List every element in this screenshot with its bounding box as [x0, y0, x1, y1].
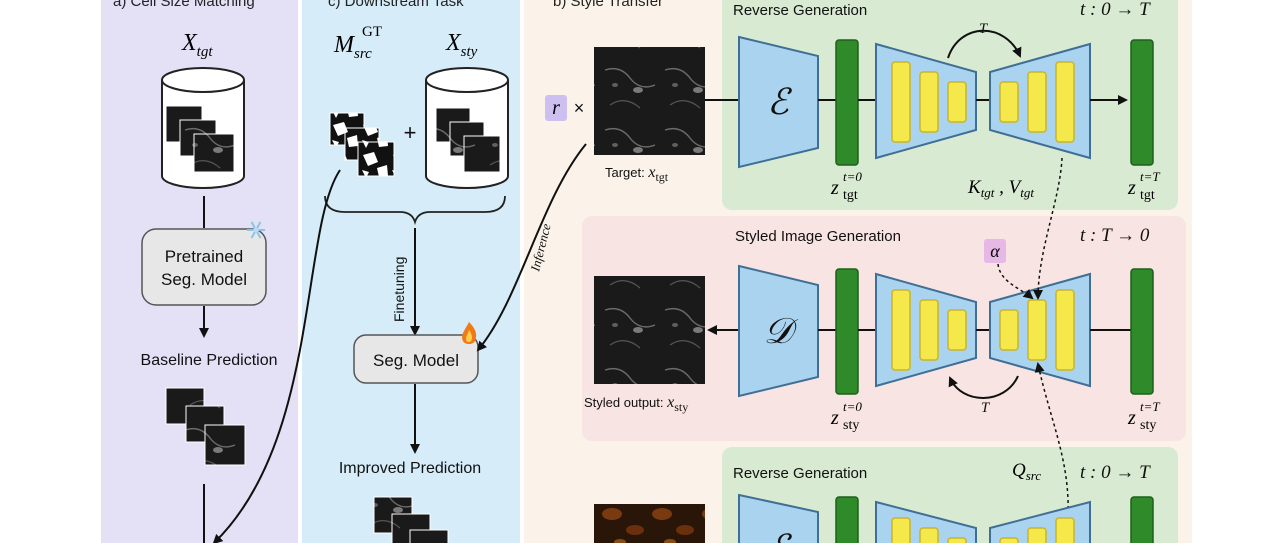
t-arc-1 — [947, 29, 1022, 59]
t-arc-2 — [948, 375, 1019, 399]
panel-b-title: b) Style Transfer — [553, 0, 663, 10]
svg-text:Msrc: Msrc — [333, 32, 372, 62]
source-image — [594, 504, 705, 548]
z-sty-0-bar — [835, 268, 859, 395]
svg-text:t=0: t=0 — [843, 169, 862, 184]
t-label-2: T — [981, 400, 991, 416]
alpha-box: α — [984, 239, 1006, 263]
svg-text:Qsrc: Qsrc — [1012, 460, 1041, 483]
inference-arrow — [476, 143, 587, 352]
svg-text:Seg. Model: Seg. Model — [161, 270, 247, 289]
z-tgt-0-label: z t=0 tgt — [830, 169, 862, 203]
reverse-time-1: t : 0 → T — [1080, 0, 1151, 20]
fire-icon — [462, 322, 477, 344]
svg-text:z: z — [830, 407, 839, 429]
encoder-symbol-1: ℰ — [767, 82, 792, 122]
brace — [324, 195, 506, 226]
reverse-time-2: t : 0 → T — [1080, 462, 1151, 483]
database-icon-sty — [425, 67, 509, 189]
decoder-trapezoid — [738, 264, 819, 398]
z-sty-0-label: z t=0 sty — [830, 399, 862, 433]
svg-text:z: z — [830, 177, 839, 199]
styled-output-label: Styled output: xsty — [584, 394, 688, 414]
times-sign: × — [574, 98, 585, 118]
svg-text:Seg. Model: Seg. Model — [373, 351, 459, 370]
svg-text:α: α — [990, 241, 1000, 261]
t-label-1: T — [979, 21, 989, 37]
panel-a-title: a) Cell Size Matching — [113, 0, 255, 10]
m-src-gt-label: Msrc GT — [333, 24, 382, 62]
q-src-label: Qsrc — [1012, 460, 1041, 483]
svg-text:GT: GT — [362, 24, 382, 40]
kv-dotted-arrow — [1033, 157, 1063, 300]
reverse-generation-title-2: Reverse Generation — [733, 465, 867, 482]
baseline-prediction-images — [165, 387, 246, 466]
snowflake-icon — [247, 221, 265, 239]
target-label: Target: xtgt — [605, 164, 669, 184]
svg-text:Xtgt: Xtgt — [181, 30, 213, 60]
styled-output-image — [594, 276, 705, 384]
q-dotted-arrow — [1034, 362, 1069, 516]
x-tgt-label: Xtgt — [181, 30, 213, 60]
k-v-tgt-label: Ktgt , Vtgt — [967, 177, 1034, 200]
svg-text:Ktgt , Vtgt: Ktgt , Vtgt — [967, 177, 1034, 200]
svg-text:Styled output: xsty: Styled output: xsty — [584, 394, 688, 414]
encoder-symbol-2: ℰ — [767, 528, 792, 543]
svg-text:r: r — [552, 97, 560, 119]
styled-time: t : T → 0 — [1080, 225, 1150, 246]
svg-text:tgt: tgt — [1140, 188, 1155, 203]
gt-mask-images — [329, 112, 395, 177]
styled-generation-title: Styled Image Generation — [735, 228, 901, 245]
svg-text:sty: sty — [843, 418, 859, 433]
svg-text:tgt: tgt — [843, 188, 858, 203]
svg-text:t=T: t=T — [1140, 169, 1160, 184]
svg-text:Target: xtgt: Target: xtgt — [605, 164, 669, 184]
mask-to-cell-arrow — [212, 169, 341, 545]
svg-text:t=0: t=0 — [843, 399, 862, 414]
improved-prediction-label: Improved Prediction — [339, 460, 481, 477]
svg-text:sty: sty — [1140, 418, 1156, 433]
svg-text:Xsty: Xsty — [445, 30, 478, 60]
target-image — [594, 47, 705, 155]
z-tgt-T-bar — [1130, 39, 1154, 166]
z-sty-T-label: z t=T sty — [1127, 399, 1160, 433]
z-src-0-bar — [835, 496, 859, 548]
z-tgt-T-label: z t=T tgt — [1127, 169, 1160, 203]
z-src-T-bar — [1130, 496, 1154, 548]
z-sty-T-bar — [1130, 268, 1154, 395]
z-tgt-0-bar — [835, 39, 859, 166]
svg-text:t=T: t=T — [1140, 399, 1160, 414]
finetuning-label: Finetuning — [391, 257, 407, 322]
pretrained-seg-model-box: Pretrained Seg. Model — [141, 228, 267, 306]
r-scale-box: r — [545, 95, 567, 121]
reverse-generation-title-1: Reverse Generation — [733, 2, 867, 19]
svg-text:z: z — [1127, 407, 1136, 429]
encoder-trapezoid-2 — [738, 493, 819, 548]
seg-model-box: Seg. Model — [353, 334, 479, 384]
svg-text:z: z — [1127, 177, 1136, 199]
database-icon-tgt — [161, 67, 245, 189]
alpha-dotted-arrow — [997, 263, 1034, 300]
x-sty-label: Xsty — [445, 30, 478, 60]
baseline-prediction-label: Baseline Prediction — [141, 352, 278, 369]
plus-sign: + — [404, 120, 417, 145]
panel-c-title: c) Downstream Task — [328, 0, 464, 10]
encoder-trapezoid-1 — [738, 35, 819, 169]
svg-text:Pretrained: Pretrained — [165, 247, 243, 266]
